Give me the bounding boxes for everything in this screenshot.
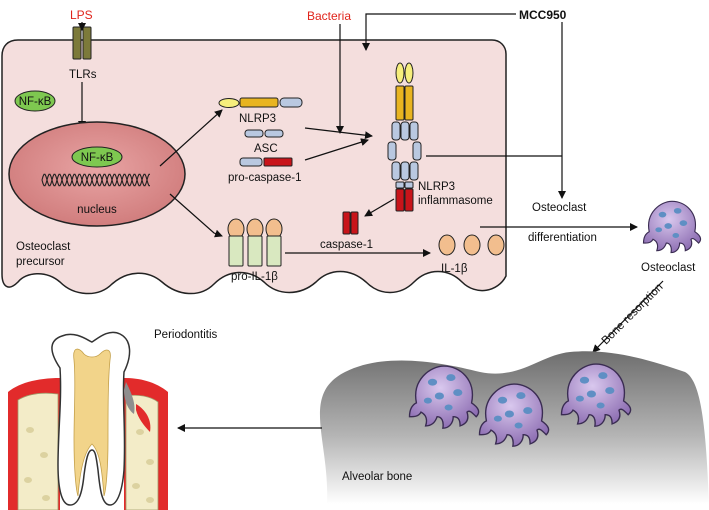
osteoclast-differentiation-label-2: differentiation (528, 232, 597, 244)
nfkb-nucleus-label: NF-κB (81, 152, 114, 164)
nlrp3-inflammasome-label-1: NLRP3 (418, 181, 455, 193)
tlr-receptor (72, 26, 92, 60)
il1b-molecules (438, 234, 505, 256)
asc-caspase-to-inflammasome-arrow (304, 138, 369, 161)
asc-label: ASC (254, 143, 278, 155)
tooth-illustration (8, 331, 168, 510)
nfkb-cytoplasm-label: NF-κB (19, 96, 52, 108)
asc-protein (244, 129, 284, 138)
nfkb-cytoplasm-ellipse (14, 90, 56, 112)
il1b-label: IL-1β (441, 263, 468, 275)
mcc950-label: MCC950 (519, 8, 567, 22)
inflammasome-to-caspase1-arrow (364, 198, 395, 217)
pro-il1b-label: pro-IL-1β (231, 271, 278, 283)
bacteria-label: Bacteria (307, 9, 351, 23)
osteoclast-precursor-label-1: Osteoclast (16, 241, 71, 253)
osteoclast-differentiation-label-1: Osteoclast (532, 202, 587, 214)
nlrp3-protein (218, 97, 303, 108)
tlrs-label: TLRs (69, 69, 97, 81)
nlrp3-label: NLRP3 (239, 113, 276, 125)
pro-il1b-protein (227, 218, 283, 267)
bone-resorption-arrow (592, 280, 664, 353)
nlrp3-inflammasome-label-2: inflammasome (418, 195, 493, 207)
osteoclast-precursor-label-2: precursor (16, 256, 65, 268)
caspase-1-protein (342, 211, 359, 235)
alveolar-bone-label: Alveolar bone (342, 471, 412, 483)
lps-label: LPS (70, 8, 93, 22)
bone-resorption-label: Bone resorption (600, 281, 666, 347)
nucleus-to-prolil1b-arrow (169, 193, 223, 238)
mcc950-inhibition-line (362, 13, 516, 51)
nucleus (8, 121, 186, 227)
nucleus-to-nlrp3-arrow (159, 109, 223, 167)
nlrp3-inflammasome-complex (387, 62, 422, 212)
osteoclast-precursor-cell (1, 39, 507, 295)
caspase-1-label: caspase-1 (320, 239, 373, 251)
periodontitis-label: Periodontitis (154, 329, 218, 341)
nucleus-label: nucleus (77, 204, 117, 216)
nfkb-nucleus-ellipse (71, 146, 123, 168)
pro-caspase-1-protein (239, 157, 293, 167)
dna-helix-strand (41, 173, 150, 187)
osteoclast-label: Osteoclast (641, 262, 696, 274)
pro-caspase-1-label: pro-caspase-1 (228, 172, 302, 184)
osteoclast-cell (642, 200, 702, 254)
